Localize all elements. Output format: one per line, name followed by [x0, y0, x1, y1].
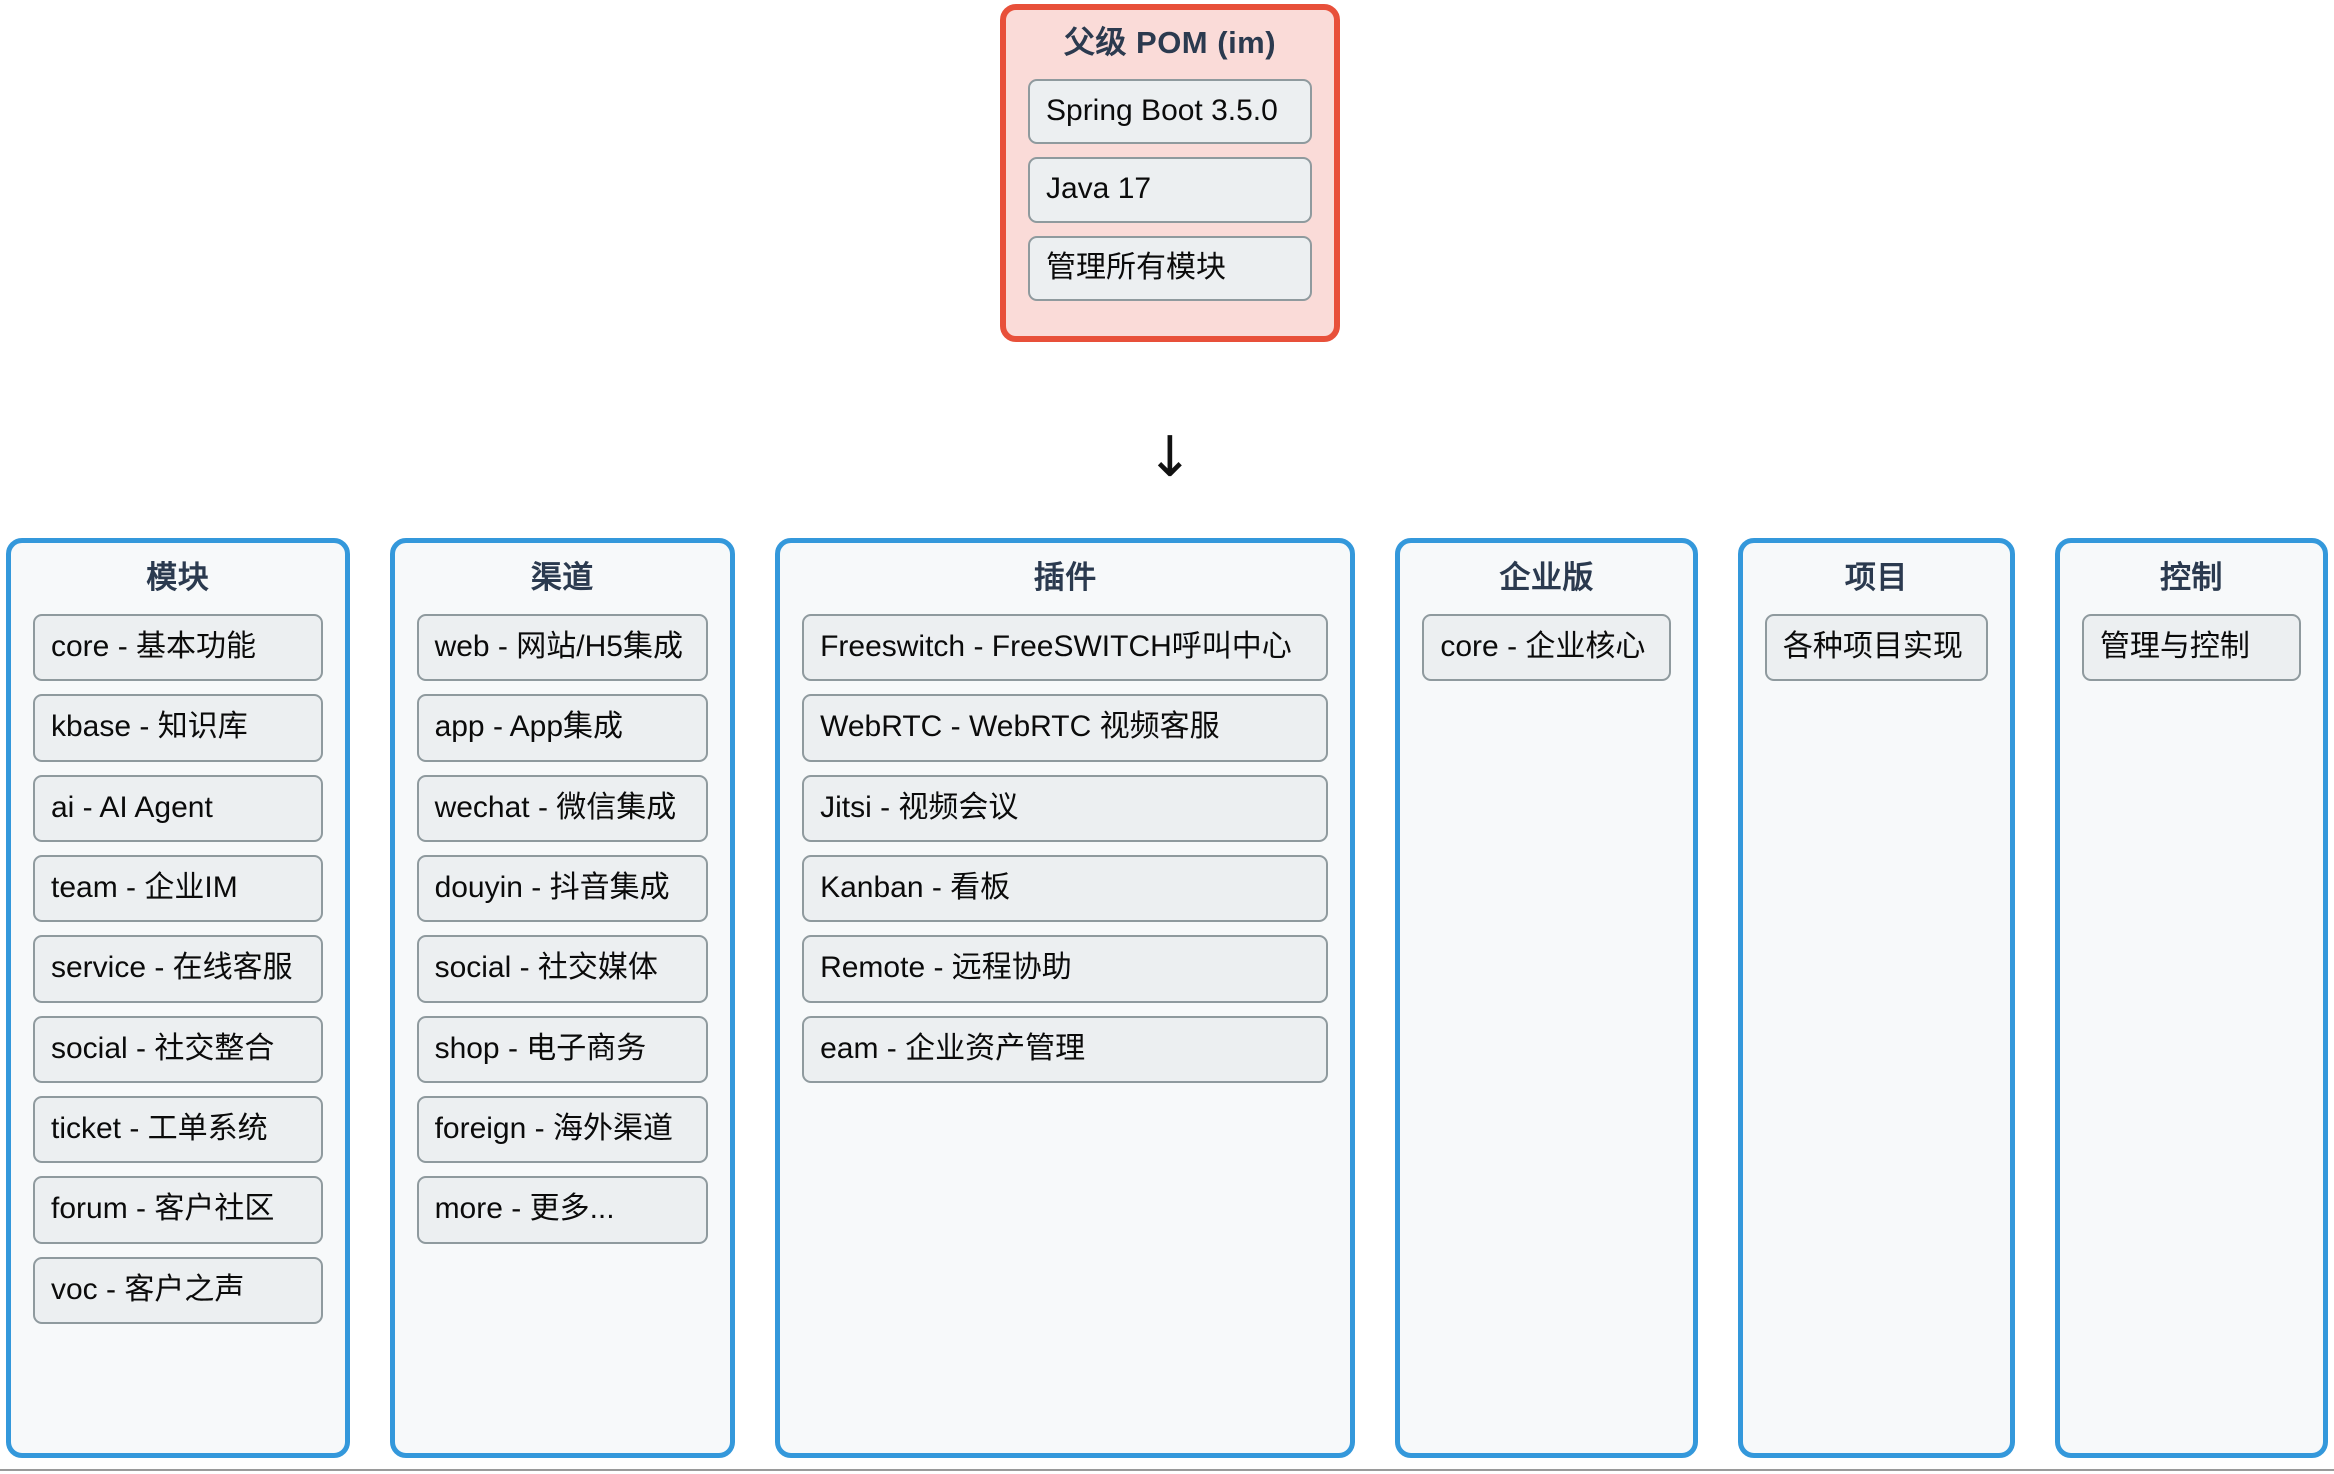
list-item: social - 社交整合: [33, 1015, 323, 1084]
column-enterprise: 企业版 core - 企业核心: [1395, 538, 1698, 1458]
module-columns: 模块 core - 基本功能 kbase - 知识库 ai - AI Agent…: [6, 538, 2328, 1458]
column-items-channels: web - 网站/H5集成 app - App集成 wechat - 微信集成 …: [416, 613, 709, 1244]
parent-pom-items: Spring Boot 3.5.0 Java 17 管理所有模块: [1028, 78, 1312, 301]
column-control: 控制 管理与控制: [2054, 538, 2328, 1458]
column-title-modules: 模块: [146, 560, 210, 595]
parent-pom-node: 父级 POM (im) Spring Boot 3.5.0 Java 17 管理…: [1000, 4, 1340, 342]
list-item: service - 在线客服: [33, 935, 323, 1003]
column-title-enterprise: 企业版: [1499, 560, 1594, 595]
list-item: eam - 企业资产管理: [802, 1015, 1329, 1084]
list-item: team - 企业IM: [33, 854, 323, 923]
down-arrow-icon: ↓: [1146, 425, 1194, 490]
column-items-plugins: Freeswitch - FreeSWITCH呼叫中心 WebRTC - Web…: [802, 613, 1329, 1084]
list-item: forum - 客户社区: [33, 1176, 323, 1244]
column-title-projects: 项目: [1844, 560, 1908, 595]
list-item: ticket - 工单系统: [33, 1096, 323, 1164]
column-title-channels: 渠道: [530, 560, 594, 595]
column-items-projects: 各种项目实现: [1764, 613, 1988, 682]
column-modules: 模块 core - 基本功能 kbase - 知识库 ai - AI Agent…: [6, 538, 350, 1458]
list-item: wechat - 微信集成: [416, 774, 709, 842]
bottom-divider: [0, 1469, 2334, 1471]
column-projects: 项目 各种项目实现: [1737, 538, 2015, 1458]
list-item: core - 企业核心: [1422, 613, 1671, 682]
column-items-control: 管理与控制: [2081, 613, 2301, 682]
parent-pom-item: 管理所有模块: [1028, 235, 1312, 301]
list-item: voc - 客户之声: [33, 1256, 323, 1325]
column-plugins: 插件 Freeswitch - FreeSWITCH呼叫中心 WebRTC - …: [775, 538, 1356, 1458]
column-title-control: 控制: [2159, 560, 2223, 595]
list-item: app - App集成: [416, 694, 709, 762]
list-item: ai - AI Agent: [33, 774, 323, 842]
parent-pom-item: Spring Boot 3.5.0: [1028, 78, 1312, 145]
list-item: core - 基本功能: [33, 613, 323, 682]
list-item: shop - 电子商务: [416, 1015, 709, 1084]
parent-pom-title: 父级 POM (im): [1063, 25, 1277, 60]
parent-pom-item: Java 17: [1028, 157, 1312, 223]
list-item: kbase - 知识库: [33, 694, 323, 762]
list-item: WebRTC - WebRTC 视频客服: [802, 694, 1329, 762]
list-item: douyin - 抖音集成: [416, 854, 709, 923]
list-item: foreign - 海外渠道: [416, 1096, 709, 1164]
column-items-enterprise: core - 企业核心: [1422, 613, 1671, 682]
list-item: Freeswitch - FreeSWITCH呼叫中心: [802, 613, 1329, 682]
column-items-modules: core - 基本功能 kbase - 知识库 ai - AI Agent te…: [33, 613, 323, 1325]
list-item: social - 社交媒体: [416, 935, 709, 1003]
list-item: Remote - 远程协助: [802, 935, 1329, 1003]
list-item: web - 网站/H5集成: [416, 613, 709, 682]
list-item: 各种项目实现: [1764, 613, 1988, 682]
column-channels: 渠道 web - 网站/H5集成 app - App集成 wechat - 微信…: [389, 538, 736, 1458]
list-item: more - 更多...: [416, 1176, 709, 1244]
list-item: Jitsi - 视频会议: [802, 774, 1329, 842]
column-title-plugins: 插件: [1033, 560, 1097, 595]
list-item: Kanban - 看板: [802, 854, 1329, 923]
list-item: 管理与控制: [2081, 613, 2301, 682]
